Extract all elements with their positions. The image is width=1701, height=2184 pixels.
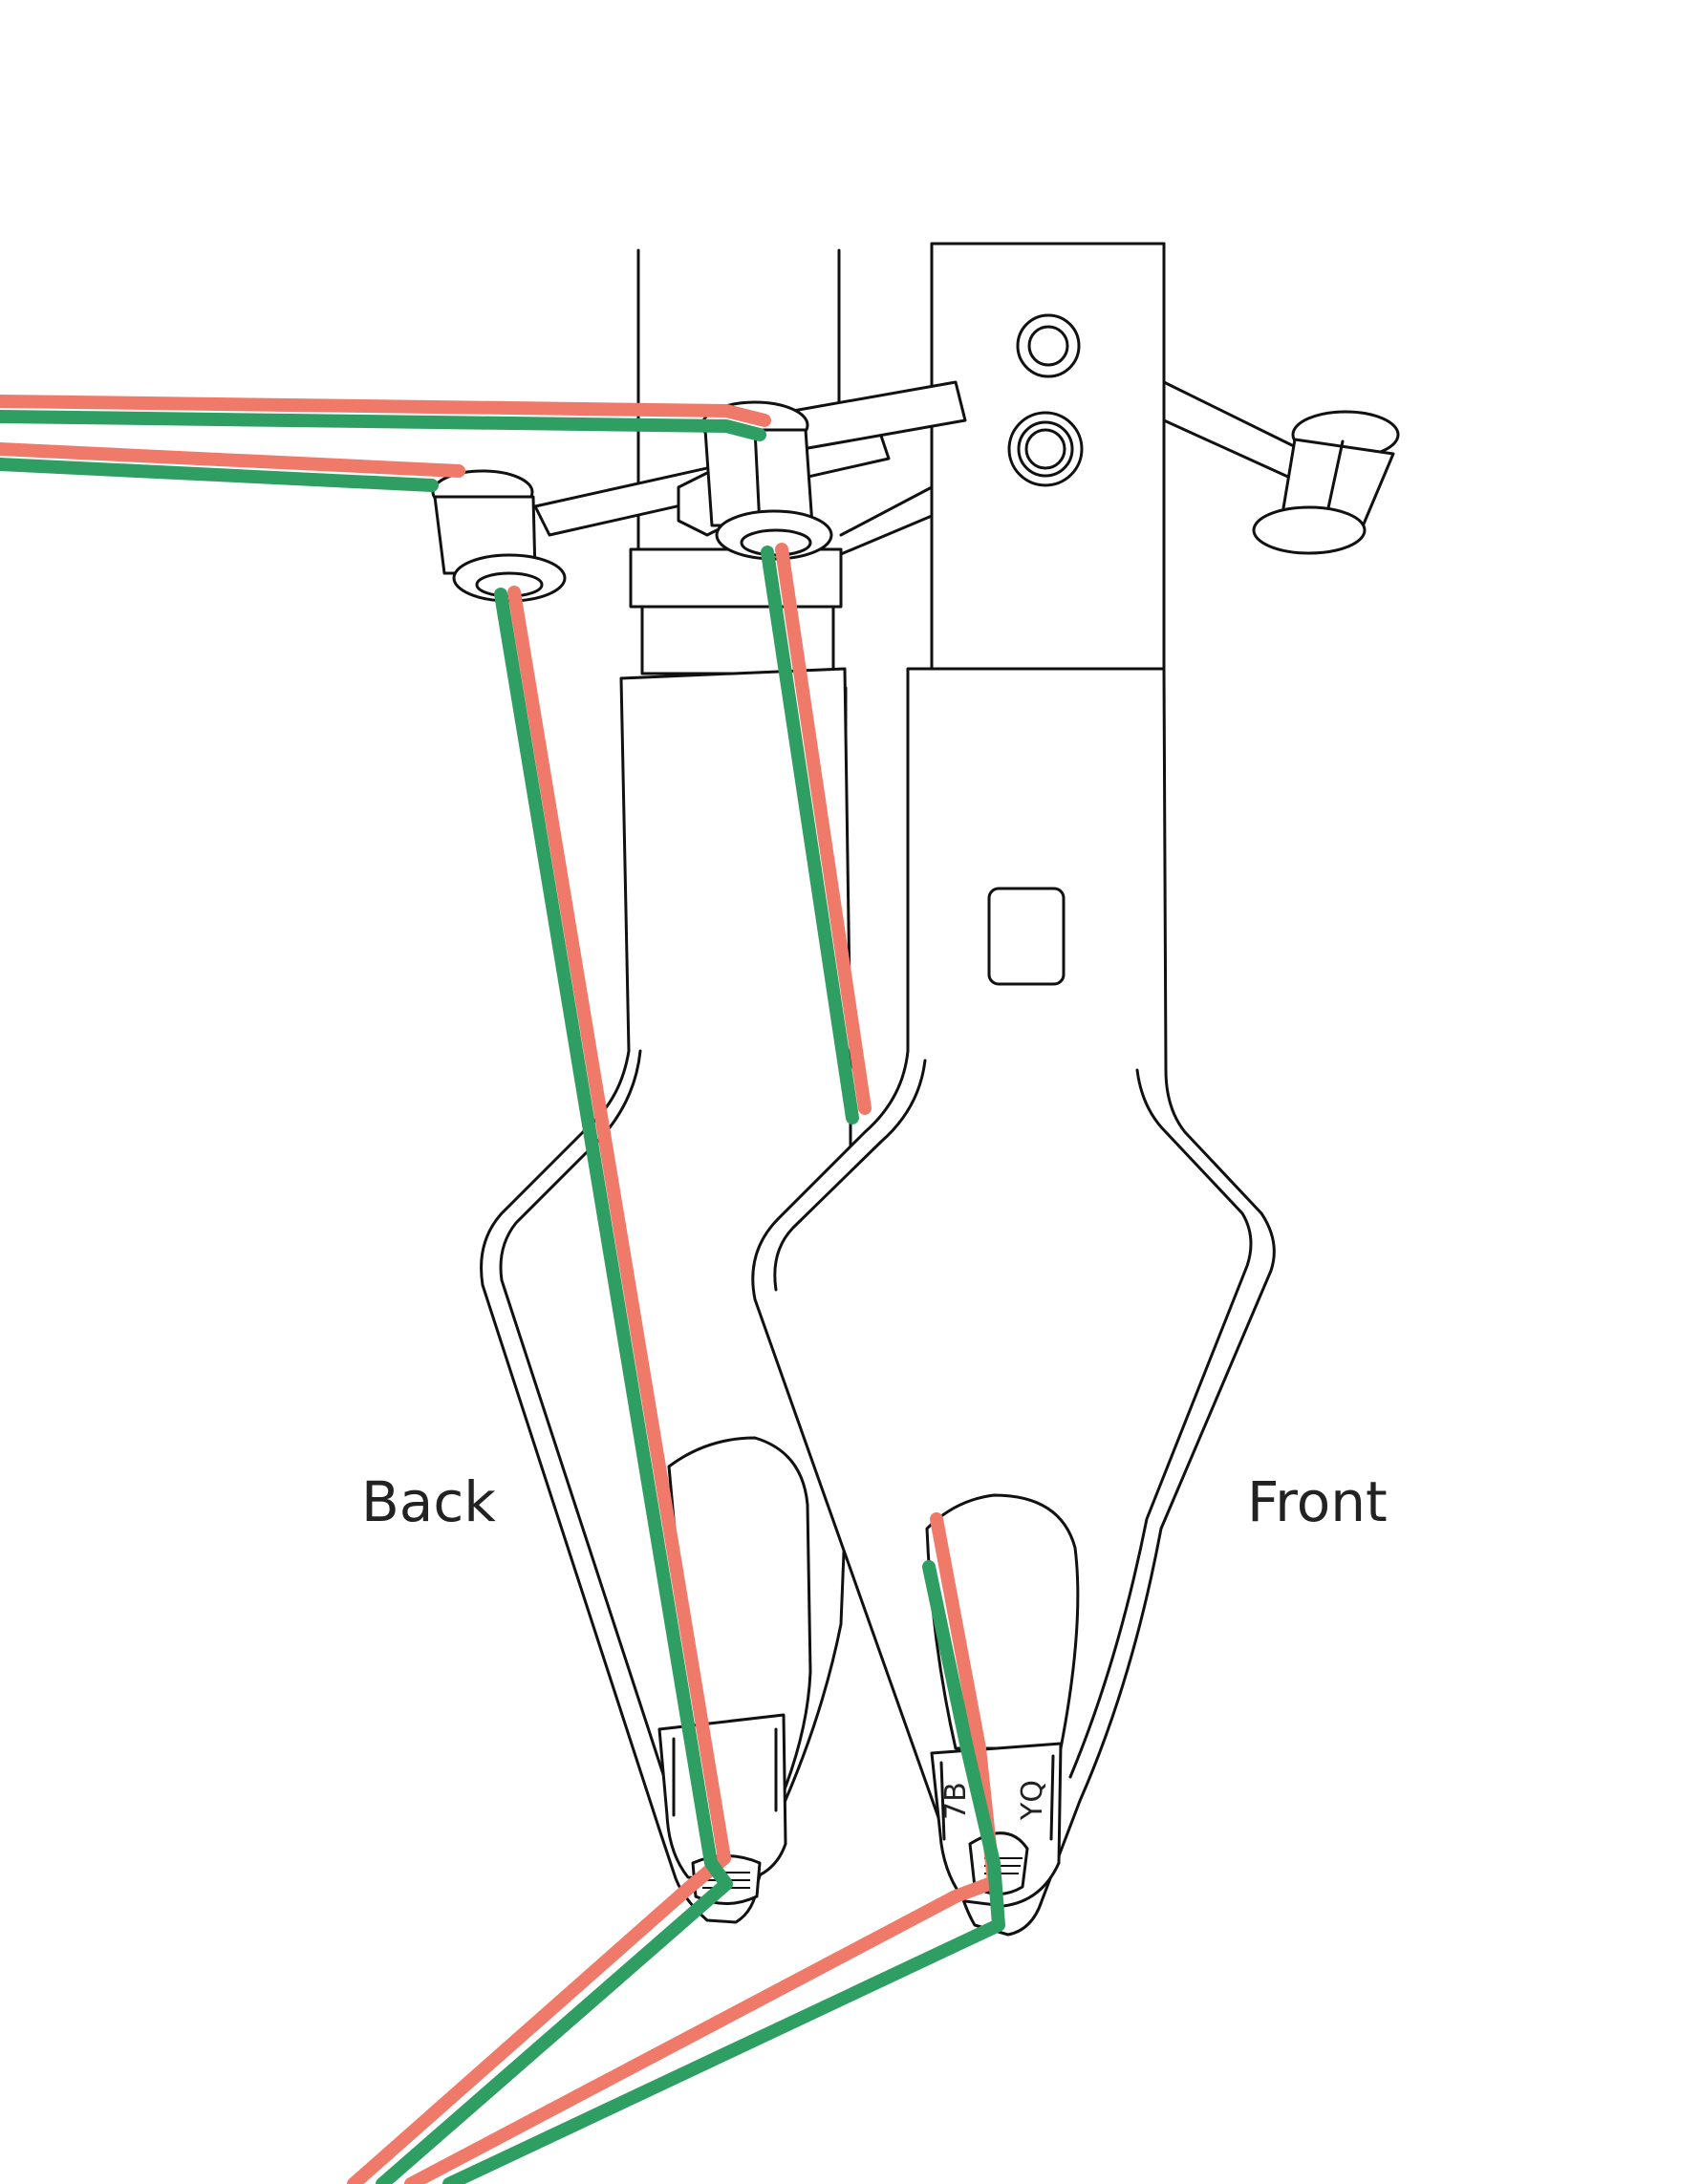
center-yarn-strand-a [0, 442, 465, 478]
front-eye-mark-left: 7B [939, 1782, 973, 1820]
front-hook-yarn-b [442, 1560, 1005, 2184]
center-eyelet [700, 400, 833, 561]
front-needle-yarn-b [761, 546, 859, 1124]
back-needle-yarn-b [376, 588, 733, 2184]
back-yarn-strand-b [0, 410, 766, 441]
center-yarn-strand-b [0, 458, 439, 492]
front-needle-slot [987, 887, 1066, 986]
yarn-eyelets [431, 400, 1400, 603]
yarn-back [0, 395, 1005, 2184]
back-label: Back [361, 1469, 496, 1534]
front-needle-yarn-a [775, 543, 872, 1115]
back-yarn-strand-a [0, 395, 771, 427]
front-label: Front [1247, 1469, 1388, 1534]
right-eyelet [1252, 410, 1400, 555]
front-eye-mark-right: YQ [1016, 1780, 1049, 1821]
front-needle: 7B YQ [751, 667, 1276, 1937]
back-needle-yarn-a [347, 586, 731, 2184]
back-eyelet [431, 469, 567, 603]
